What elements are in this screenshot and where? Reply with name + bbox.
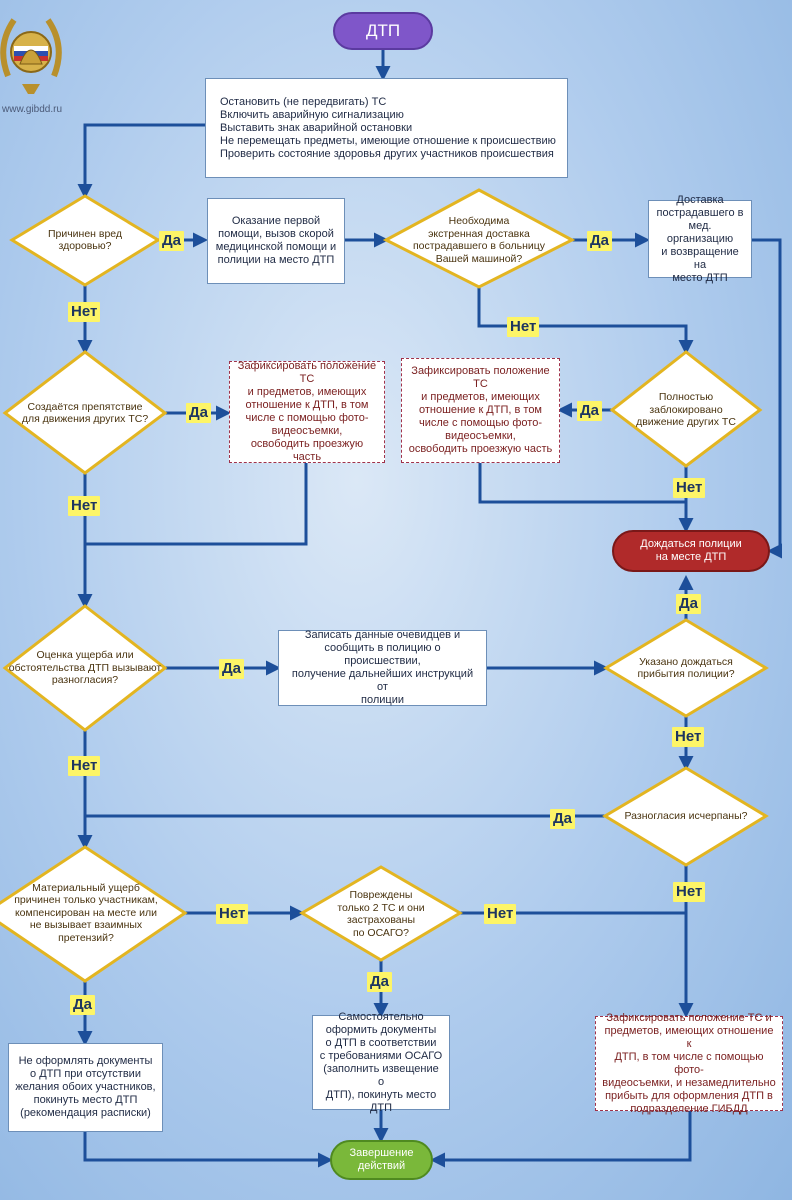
- no-label: Нет: [484, 904, 517, 924]
- gibdd-emblem-icon: [0, 18, 62, 94]
- action-item: Проверить состояние здоровья других учас…: [220, 147, 554, 160]
- deliver-box: Доставка пострадавшего в мед. организаци…: [648, 194, 752, 284]
- yes-label: Да: [676, 594, 702, 614]
- decision-diamond: [609, 350, 763, 468]
- no-label: Нет: [68, 496, 101, 516]
- first-aid-box: Оказание первой помощи, вызов скорой мед…: [207, 198, 345, 284]
- fix-left-text: Зафиксировать положение ТС и предметов, …: [237, 360, 377, 463]
- decision-diamond: [9, 194, 161, 287]
- decision-diamond: [299, 865, 463, 962]
- action-item: Не перемещать предметы, имеющие отношени…: [220, 134, 556, 147]
- yes-label: Да: [550, 809, 576, 829]
- deliver-text: Доставка пострадавшего в мед. организаци…: [656, 193, 744, 284]
- no-label: Нет: [673, 478, 706, 498]
- fix-gibdd-box: Зафиксировать положение ТС и предметов, …: [595, 1012, 783, 1115]
- self-docs-text: Самостоятельно оформить документы о ДТП …: [319, 1010, 443, 1114]
- decision-diamond: [603, 618, 769, 718]
- yes-label: Да: [367, 972, 393, 992]
- no-label: Нет: [672, 727, 705, 747]
- yes-label: Да: [159, 231, 185, 251]
- fix-position-box-left: Зафиксировать положение ТС и предметов, …: [229, 360, 385, 463]
- fix-gibdd-text: Зафиксировать положение ТС и предметов, …: [602, 1011, 776, 1115]
- action-item: Остановить (не передвигать) ТС: [220, 95, 387, 108]
- logo-url[interactable]: www.gibdd.ru: [2, 104, 63, 115]
- decision-diamond: [602, 766, 769, 867]
- wait-police-node: Дождаться полиции на месте ДТП: [612, 530, 770, 572]
- decision-diamond: [2, 604, 168, 732]
- decision-diamond: [0, 845, 188, 983]
- decision-diamond: [382, 188, 576, 289]
- start-node: ДТП: [333, 12, 433, 50]
- no-label: Нет: [68, 302, 101, 322]
- finish-node: Завершение действий: [330, 1140, 433, 1180]
- no-label: Нет: [507, 317, 540, 337]
- yes-label: Да: [70, 995, 96, 1015]
- decision-diamond: [2, 350, 168, 475]
- no-label: Нет: [216, 904, 249, 924]
- no-label: Нет: [68, 756, 101, 776]
- no-docs-box: Не оформлять документы о ДТП при отсутст…: [8, 1043, 163, 1132]
- action-item: Включить аварийную сигнализацию: [220, 108, 404, 121]
- fix-mid-text: Зафиксировать положение ТС и предметов, …: [408, 365, 553, 455]
- first-aid-text: Оказание первой помощи, вызов скорой мед…: [215, 215, 337, 266]
- fix-position-box-middle: Зафиксировать положение ТС и предметов, …: [401, 358, 560, 463]
- yes-label: Да: [219, 659, 245, 679]
- yes-label: Да: [587, 231, 613, 251]
- action-item: Выставить знак аварийной остановки: [220, 121, 413, 134]
- yes-label: Да: [577, 401, 603, 421]
- first-actions-box: Остановить (не передвигать) ТС Включить …: [205, 78, 568, 178]
- record-witnesses-box: Записать данные очевидцев и сообщить в п…: [278, 629, 487, 706]
- self-docs-box: Самостоятельно оформить документы о ДТП …: [312, 1011, 450, 1114]
- record-text: Записать данные очевидцев и сообщить в п…: [291, 629, 474, 706]
- yes-label: Да: [186, 403, 212, 423]
- no-label: Нет: [673, 882, 706, 902]
- no-docs-text: Не оформлять документы о ДТП при отсутст…: [15, 1055, 156, 1119]
